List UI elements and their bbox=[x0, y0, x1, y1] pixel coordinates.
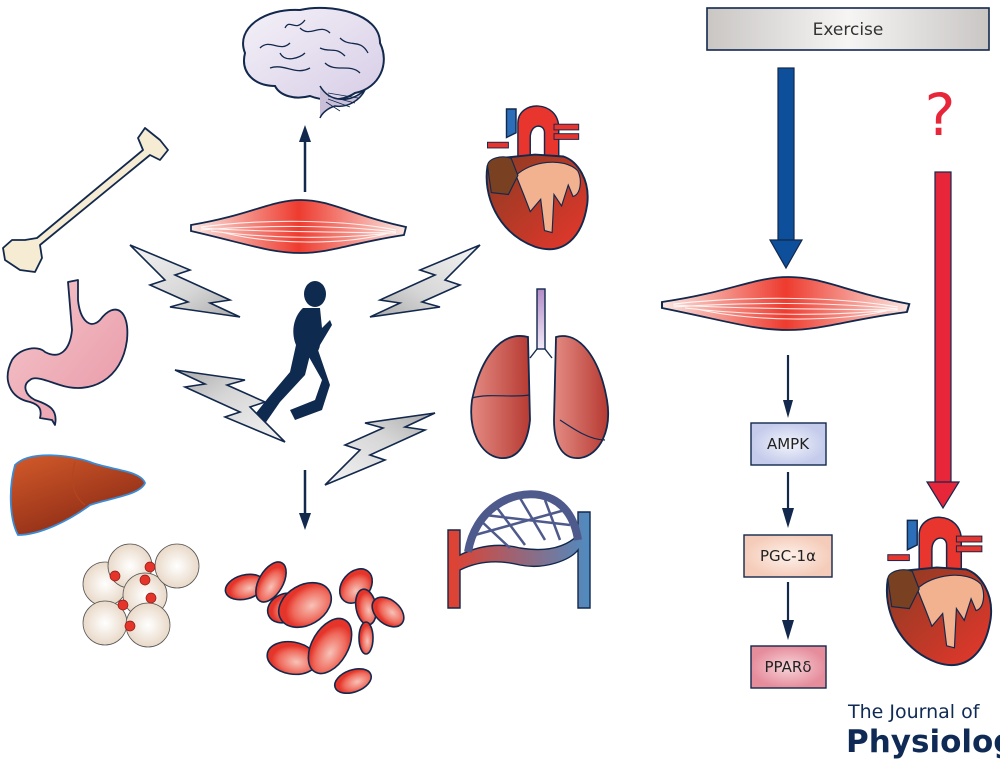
brain-icon bbox=[242, 6, 385, 119]
liver-icon bbox=[9, 454, 146, 536]
logo-line2: Physiology bbox=[846, 724, 1000, 760]
bone-icon bbox=[2, 127, 169, 273]
question-arrow bbox=[925, 171, 961, 510]
arrow-to-blood bbox=[299, 470, 311, 530]
arrow-to-brain bbox=[299, 125, 311, 192]
logo-line1: The Journal of bbox=[847, 701, 981, 723]
arrow-to-ampk bbox=[783, 355, 793, 418]
pgc1a-label: PGC-1α bbox=[760, 547, 816, 565]
heart-icon bbox=[485, 105, 589, 251]
adipose-tissue-icon bbox=[82, 543, 200, 648]
journal-logo: The Journal of Physiology bbox=[846, 701, 1000, 760]
stomach-icon bbox=[6, 279, 129, 426]
skeletal-muscle-icon bbox=[190, 199, 407, 254]
red-blood-cells-icon bbox=[224, 561, 405, 695]
ppard-label: PPARδ bbox=[765, 658, 812, 676]
pgc1a-box: PGC-1α bbox=[743, 534, 833, 578]
ampk-label: AMPK bbox=[767, 435, 810, 453]
skeletal-muscle-icon bbox=[660, 275, 911, 332]
signal-bolt-icon bbox=[129, 244, 241, 318]
question-mark: ? bbox=[925, 81, 956, 149]
signal-bolt-icon bbox=[324, 412, 436, 486]
exercise-label: Exercise bbox=[813, 20, 884, 40]
arrow-to-pgc1a bbox=[782, 472, 794, 528]
capillaries-icon bbox=[447, 490, 591, 609]
runner-icon bbox=[252, 281, 332, 428]
signal-bolt-icon bbox=[369, 244, 481, 318]
heart-icon bbox=[885, 516, 993, 667]
arrow-to-ppard bbox=[782, 582, 794, 640]
lungs-icon bbox=[470, 288, 609, 459]
ppard-box: PPARδ bbox=[750, 645, 827, 689]
exercise-box: Exercise bbox=[706, 7, 990, 51]
ampk-box: AMPK bbox=[750, 422, 827, 466]
exercise-arrow bbox=[768, 67, 804, 270]
